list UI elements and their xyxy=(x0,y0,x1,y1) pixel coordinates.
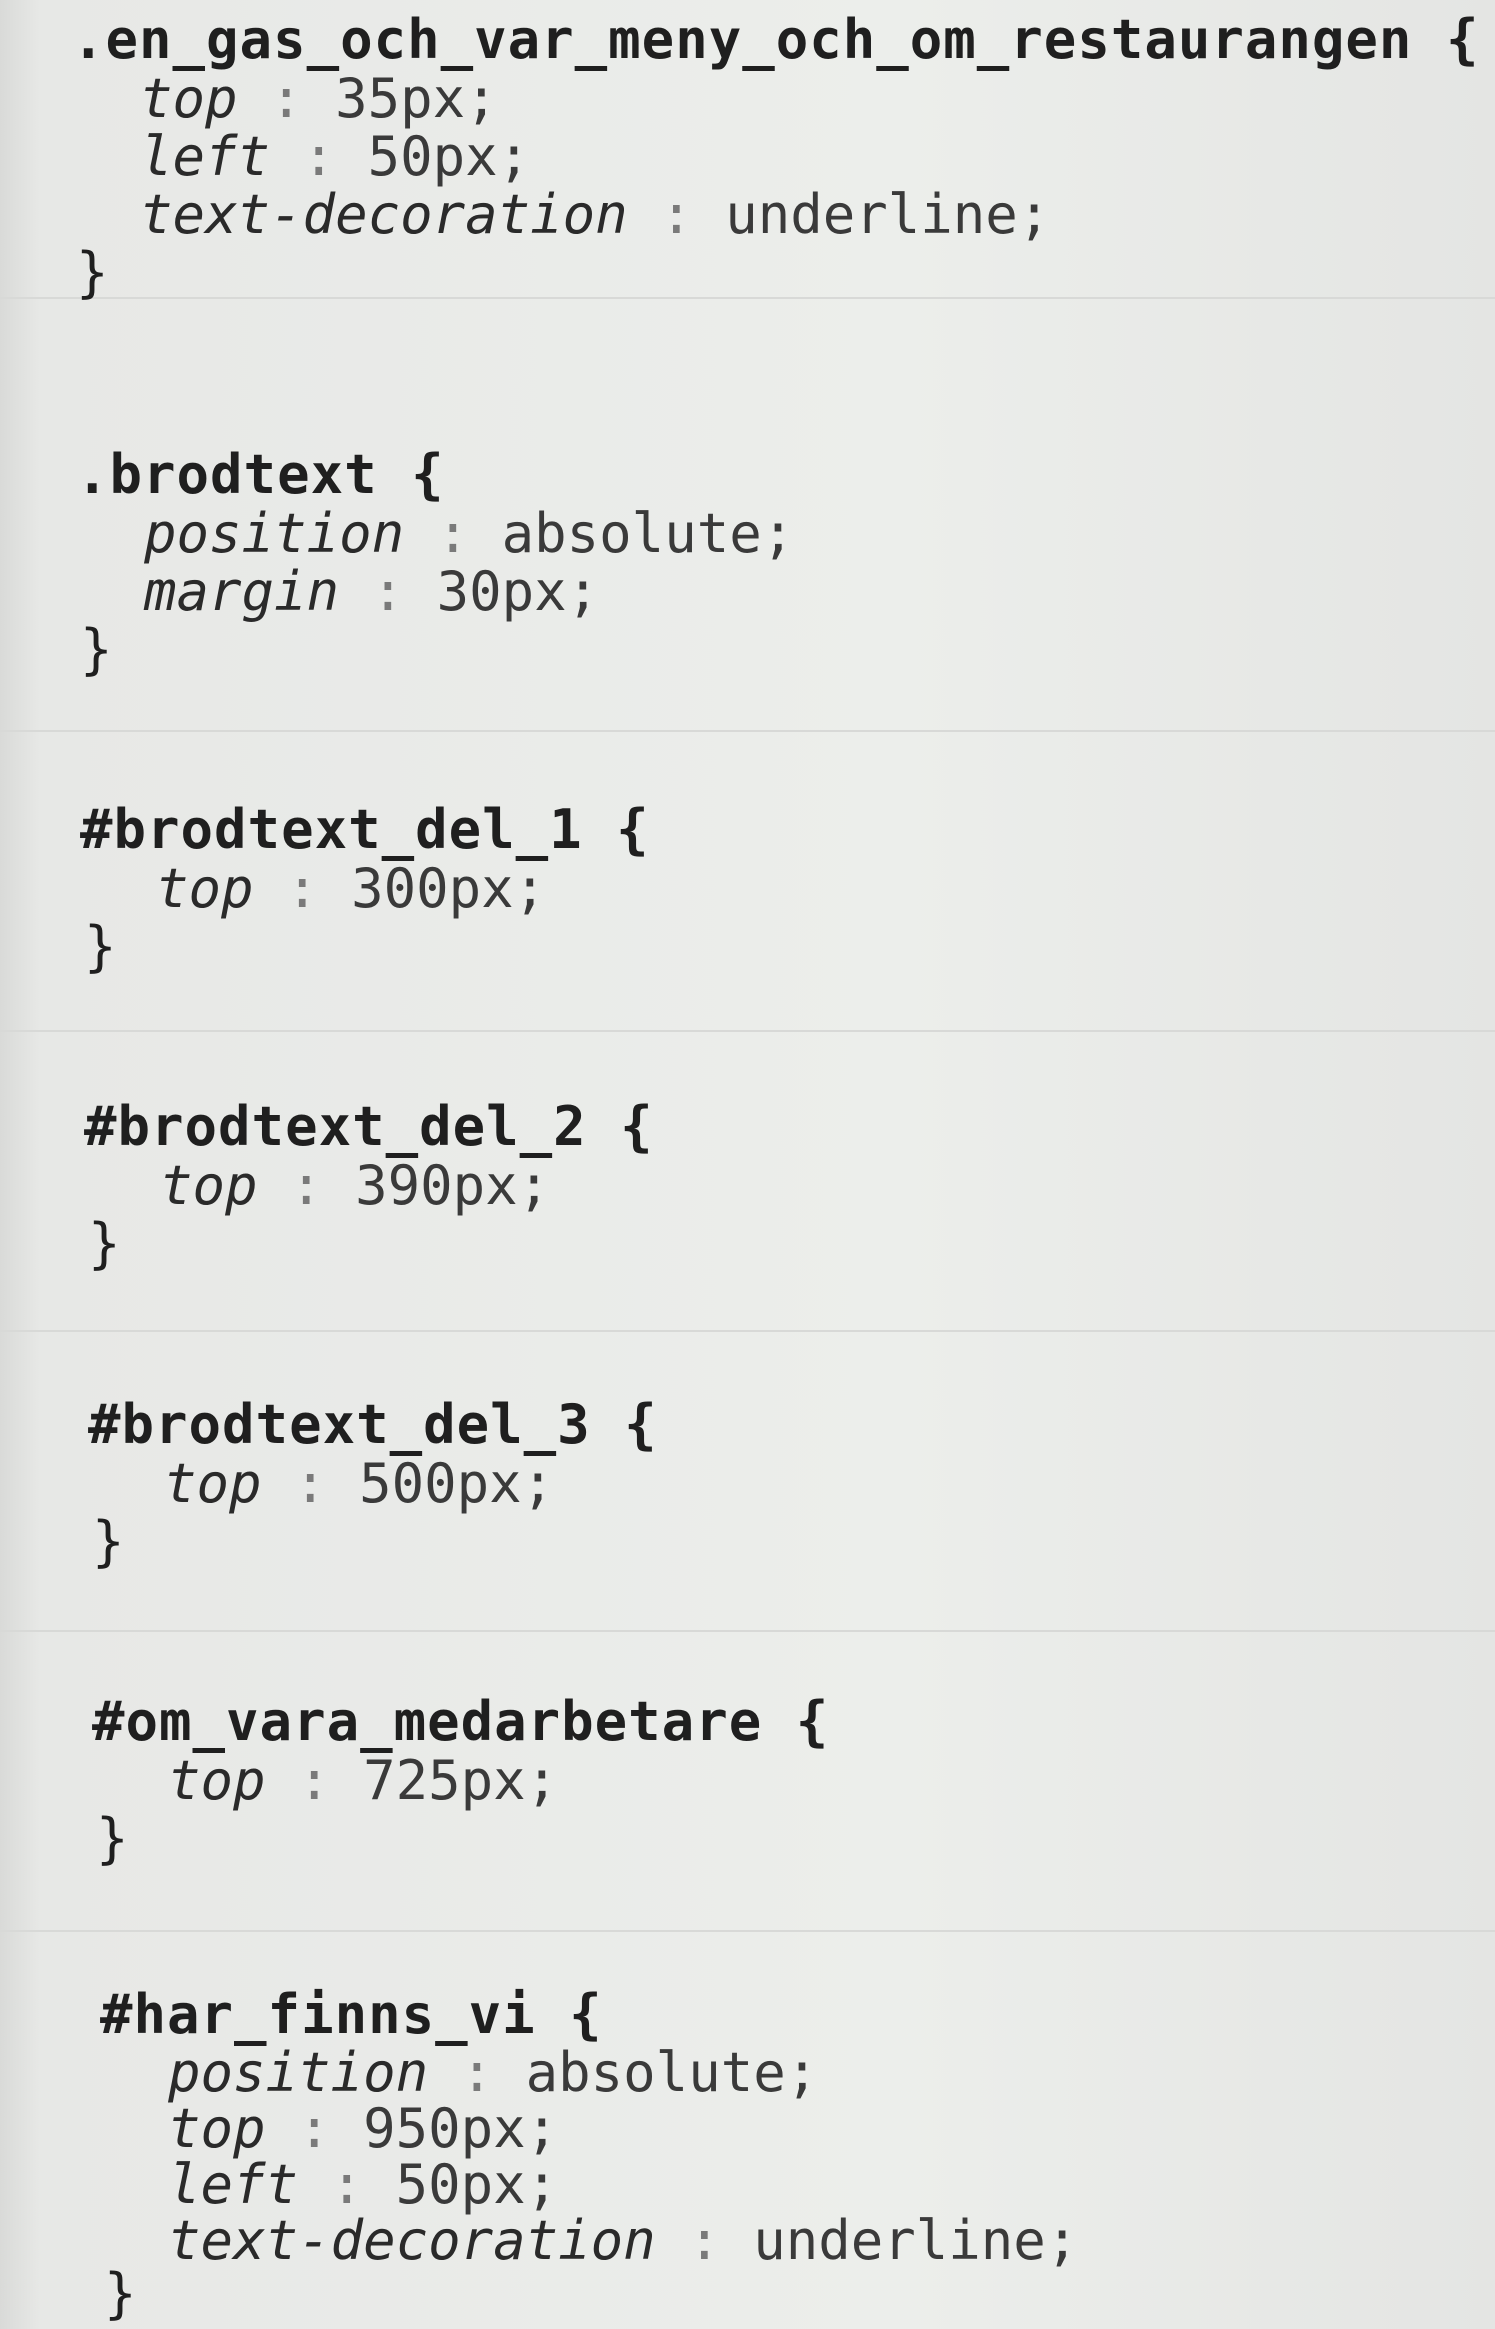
css-property: top xyxy=(168,2097,266,2160)
rule-band xyxy=(0,1030,1495,1332)
css-value: absolute; xyxy=(525,2041,819,2104)
css-property: text-decoration xyxy=(140,183,628,246)
css-colon: : xyxy=(265,1749,364,1812)
css-colon: : xyxy=(237,67,336,130)
css-declaration[interactable]: top : 950px; xyxy=(168,2101,1078,2157)
css-declaration[interactable]: left : 50px; xyxy=(168,2157,1078,2213)
css-value: absolute; xyxy=(501,502,795,565)
css-declaration[interactable]: position : absolute; xyxy=(168,2045,1078,2101)
css-colon: : xyxy=(428,2041,526,2104)
closing-brace: } xyxy=(92,1510,125,1573)
css-selector[interactable]: .en_gas_och_var_meny_och_om_restaurangen… xyxy=(72,8,1480,71)
css-selector[interactable]: .brodtext { xyxy=(76,443,445,506)
css-value: 500px; xyxy=(359,1452,555,1515)
closing-brace: } xyxy=(104,2262,137,2325)
css-colon: : xyxy=(253,857,352,920)
css-selector[interactable]: #brodtext_del_1 { xyxy=(80,798,650,861)
css-value: 300px; xyxy=(351,857,547,920)
css-declaration[interactable]: top : 300px; xyxy=(156,860,650,918)
css-colon: : xyxy=(404,502,502,565)
css-property: margin xyxy=(144,560,340,623)
css-property: top xyxy=(164,1452,262,1515)
css-selector[interactable]: #om_vara_medarbetare { xyxy=(92,1690,830,1753)
css-value: 35px; xyxy=(335,67,498,130)
css-declaration[interactable]: top : 35px; xyxy=(140,70,1479,128)
css-selector[interactable]: #har_finns_vi { xyxy=(100,1983,603,2046)
css-declaration[interactable]: position : absolute; xyxy=(144,505,794,563)
css-rule[interactable]: #brodtext_del_2 { top : 390px; } xyxy=(84,1097,654,1273)
rule-band xyxy=(0,385,1495,732)
css-selector[interactable]: #brodtext_del_2 { xyxy=(84,1095,654,1158)
css-declaration[interactable]: margin : 30px; xyxy=(144,563,794,621)
closing-brace: } xyxy=(96,1807,129,1870)
css-value: underline; xyxy=(753,2209,1079,2272)
css-property: text-decoration xyxy=(168,2209,656,2272)
css-value: 30px; xyxy=(436,560,600,623)
css-colon: : xyxy=(265,2097,364,2160)
css-rule[interactable]: #har_finns_vi { position : absolute; top… xyxy=(100,1983,1078,2325)
css-colon: : xyxy=(298,2153,396,2216)
css-value: underline; xyxy=(725,183,1051,246)
closing-brace: } xyxy=(76,241,109,304)
css-property: left xyxy=(168,2153,299,2216)
rule-band xyxy=(0,1330,1495,1632)
css-colon: : xyxy=(655,2209,754,2272)
css-declaration[interactable]: left : 50px; xyxy=(140,128,1479,186)
closing-brace: } xyxy=(84,915,117,978)
css-declaration[interactable]: top : 725px; xyxy=(168,1752,829,1810)
css-value: 950px; xyxy=(363,2097,559,2160)
css-colon: : xyxy=(257,1154,356,1217)
rule-band xyxy=(0,0,1495,299)
css-property: top xyxy=(168,1749,266,1812)
css-value: 725px; xyxy=(363,1749,559,1812)
css-rule[interactable]: #brodtext_del_1 { top : 300px; } xyxy=(80,800,650,976)
css-declaration[interactable]: text-decoration : underline; xyxy=(168,2213,1078,2269)
css-rule[interactable]: .brodtext { position : absolute; margin … xyxy=(76,445,794,679)
css-colon: : xyxy=(339,560,437,623)
css-property: position xyxy=(144,502,405,565)
css-selector[interactable]: #brodtext_del_3 { xyxy=(88,1393,658,1456)
css-property: left xyxy=(140,125,271,188)
rule-band xyxy=(0,1630,1495,1932)
css-declaration[interactable]: text-decoration : underline; xyxy=(140,186,1479,244)
css-rule[interactable]: .en_gas_och_var_meny_och_om_restaurangen… xyxy=(72,10,1479,302)
css-value: 50px; xyxy=(395,2153,559,2216)
closing-brace: } xyxy=(80,618,113,681)
closing-brace: } xyxy=(88,1212,121,1275)
css-rule[interactable]: #brodtext_del_3 { top : 500px; } xyxy=(88,1395,658,1571)
css-declaration[interactable]: top : 500px; xyxy=(164,1455,658,1513)
rule-band xyxy=(0,730,1495,1032)
css-property: position xyxy=(168,2041,429,2104)
css-colon: : xyxy=(627,183,726,246)
css-colon: : xyxy=(270,125,368,188)
css-property: top xyxy=(156,857,254,920)
css-declaration[interactable]: top : 390px; xyxy=(160,1157,654,1215)
css-property: top xyxy=(140,67,238,130)
css-value: 50px; xyxy=(367,125,531,188)
css-value: 390px; xyxy=(355,1154,551,1217)
css-colon: : xyxy=(261,1452,360,1515)
css-rule[interactable]: #om_vara_medarbetare { top : 725px; } xyxy=(92,1692,829,1868)
css-property: top xyxy=(160,1154,258,1217)
